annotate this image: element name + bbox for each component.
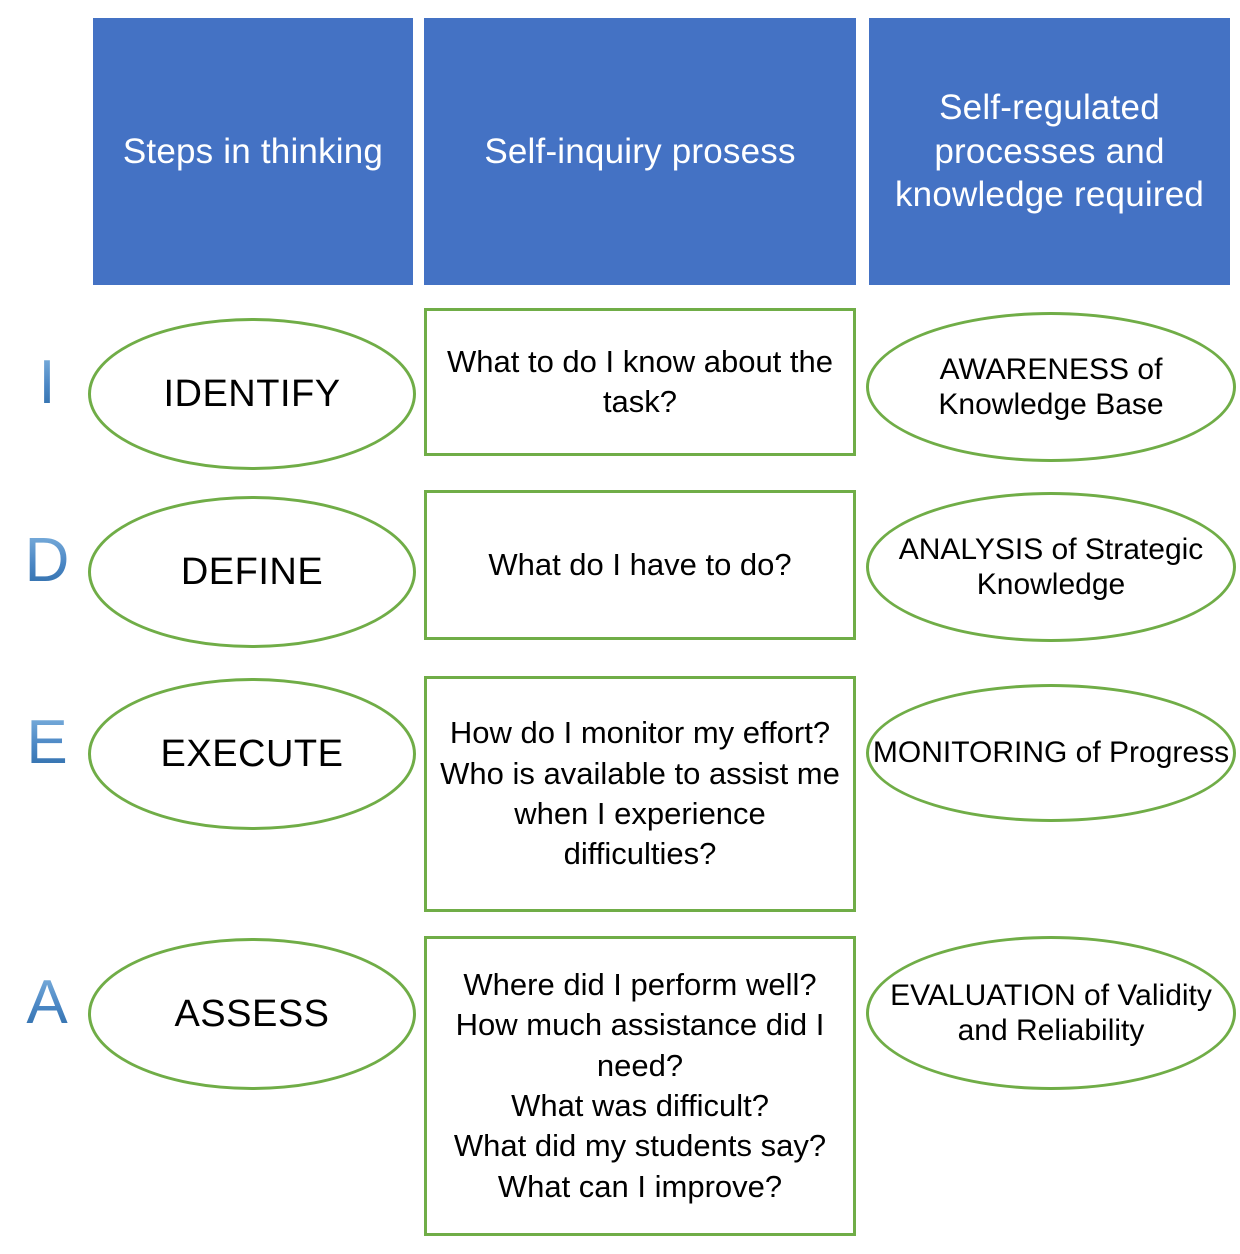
- question-line: How much assistance did I need?: [455, 1007, 825, 1083]
- step-ellipse-assess: ASSESS: [88, 938, 416, 1090]
- question-box-execute: How do I monitor my effort? Who is avail…: [424, 676, 856, 912]
- step-ellipse-identify: IDENTIFY: [88, 318, 416, 470]
- step-ellipse-define: DEFINE: [88, 496, 416, 648]
- acronym-letter-a: A: [12, 972, 82, 1034]
- question-line: Where did I perform well?: [463, 967, 817, 1003]
- process-ellipse-monitoring: MONITORING of Progress: [866, 684, 1236, 822]
- acronym-letter-i: I: [12, 352, 82, 414]
- question-line: What do I have to do?: [488, 546, 792, 582]
- question-line: What can I improve?: [497, 1168, 783, 1204]
- question-line: What was difficult?: [511, 1088, 769, 1123]
- question-line: What to do I know about the task?: [446, 343, 834, 419]
- acronym-letter-e: E: [12, 712, 82, 774]
- process-ellipse-evaluation: EVALUATION of Validity and Reliability: [866, 936, 1236, 1090]
- question-box-identify: What to do I know about the task?: [424, 308, 856, 456]
- question-line: Who is available to assist me when I exp…: [440, 755, 840, 872]
- question-line: How do I monitor my effort?: [449, 715, 831, 751]
- column-header-self-regulated-processes: Self-regulated processes and knowledge r…: [869, 18, 1230, 285]
- process-ellipse-awareness: AWARENESS of Knowledge Base: [866, 312, 1236, 462]
- process-ellipse-analysis: ANALYSIS of Strategic Knowledge: [866, 492, 1236, 642]
- column-header-steps-in-thinking: Steps in thinking: [93, 18, 413, 285]
- question-box-assess: Where did I perform well? How much assis…: [424, 936, 856, 1236]
- question-box-define: What do I have to do?: [424, 490, 856, 640]
- column-header-self-inquiry-process: Self-inquiry prosess: [424, 18, 856, 285]
- question-line: What did my students say?: [453, 1128, 827, 1164]
- step-ellipse-execute: EXECUTE: [88, 678, 416, 830]
- acronym-letter-d: D: [12, 530, 82, 592]
